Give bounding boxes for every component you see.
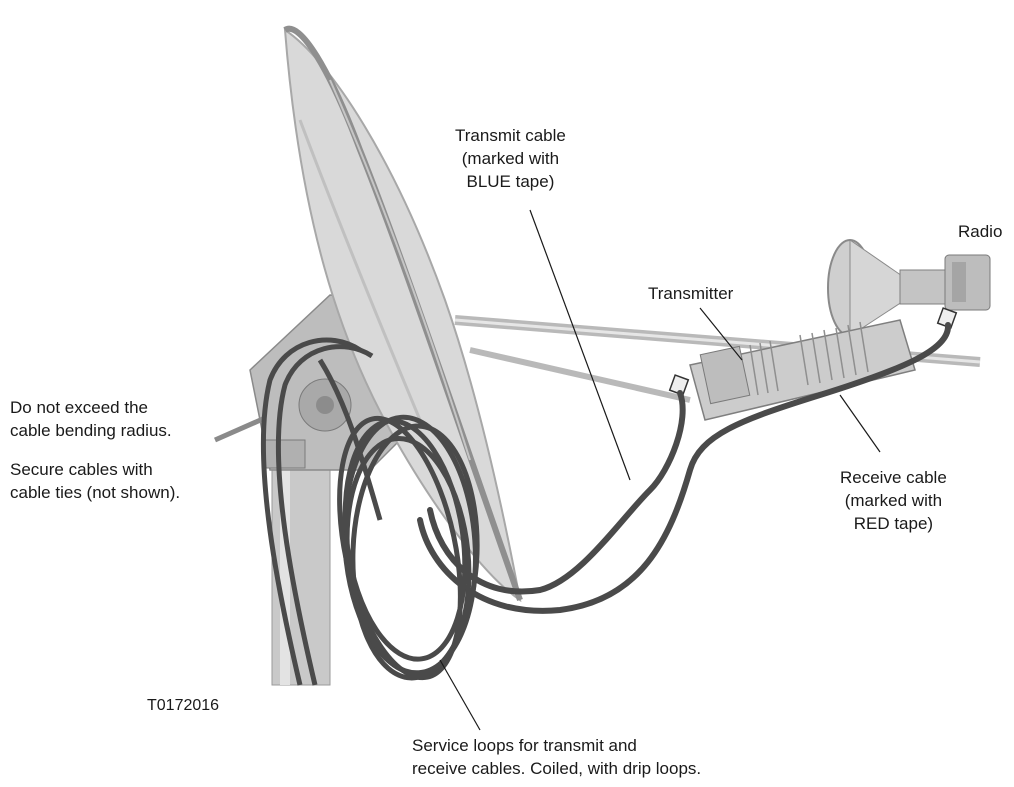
- service-loops-label: Service loops for transmit and receive c…: [412, 734, 701, 780]
- receive-cable-label: Receive cable (marked with RED tape): [840, 466, 947, 535]
- transmit-cable-leader: [530, 210, 630, 480]
- radio-feed-horn: [828, 240, 990, 336]
- receive-cable-label-line-2: (marked with: [840, 489, 947, 512]
- transmit-cable-label-line-3: BLUE tape): [455, 170, 566, 193]
- bending-radius-note-line-1: Do not exceed the: [10, 396, 172, 419]
- figure-id: T0172016: [147, 694, 219, 717]
- receive-cable-label-line-3: RED tape): [840, 512, 947, 535]
- receive-cable-leader: [840, 395, 880, 452]
- cable-ties-note-line-1: Secure cables with: [10, 458, 180, 481]
- transmit-cable-label: Transmit cable (marked with BLUE tape): [455, 124, 566, 193]
- transmit-cable-label-line-2: (marked with: [455, 147, 566, 170]
- service-loops-leader: [440, 660, 480, 730]
- radio-label: Radio: [958, 220, 1002, 243]
- cable-ties-note: Secure cables with cable ties (not shown…: [10, 458, 180, 504]
- transmitter-unit: [690, 320, 915, 420]
- bending-radius-note-line-2: cable bending radius.: [10, 419, 172, 442]
- cable-ties-note-line-2: cable ties (not shown).: [10, 481, 180, 504]
- transmitter-label: Transmitter: [648, 282, 733, 305]
- bending-radius-note: Do not exceed the cable bending radius.: [10, 396, 172, 442]
- receive-cable-label-line-1: Receive cable: [840, 466, 947, 489]
- service-loops-label-line-1: Service loops for transmit and: [412, 734, 701, 757]
- service-loops-label-line-2: receive cables. Coiled, with drip loops.: [412, 757, 701, 780]
- transmit-cable-label-line-1: Transmit cable: [455, 124, 566, 147]
